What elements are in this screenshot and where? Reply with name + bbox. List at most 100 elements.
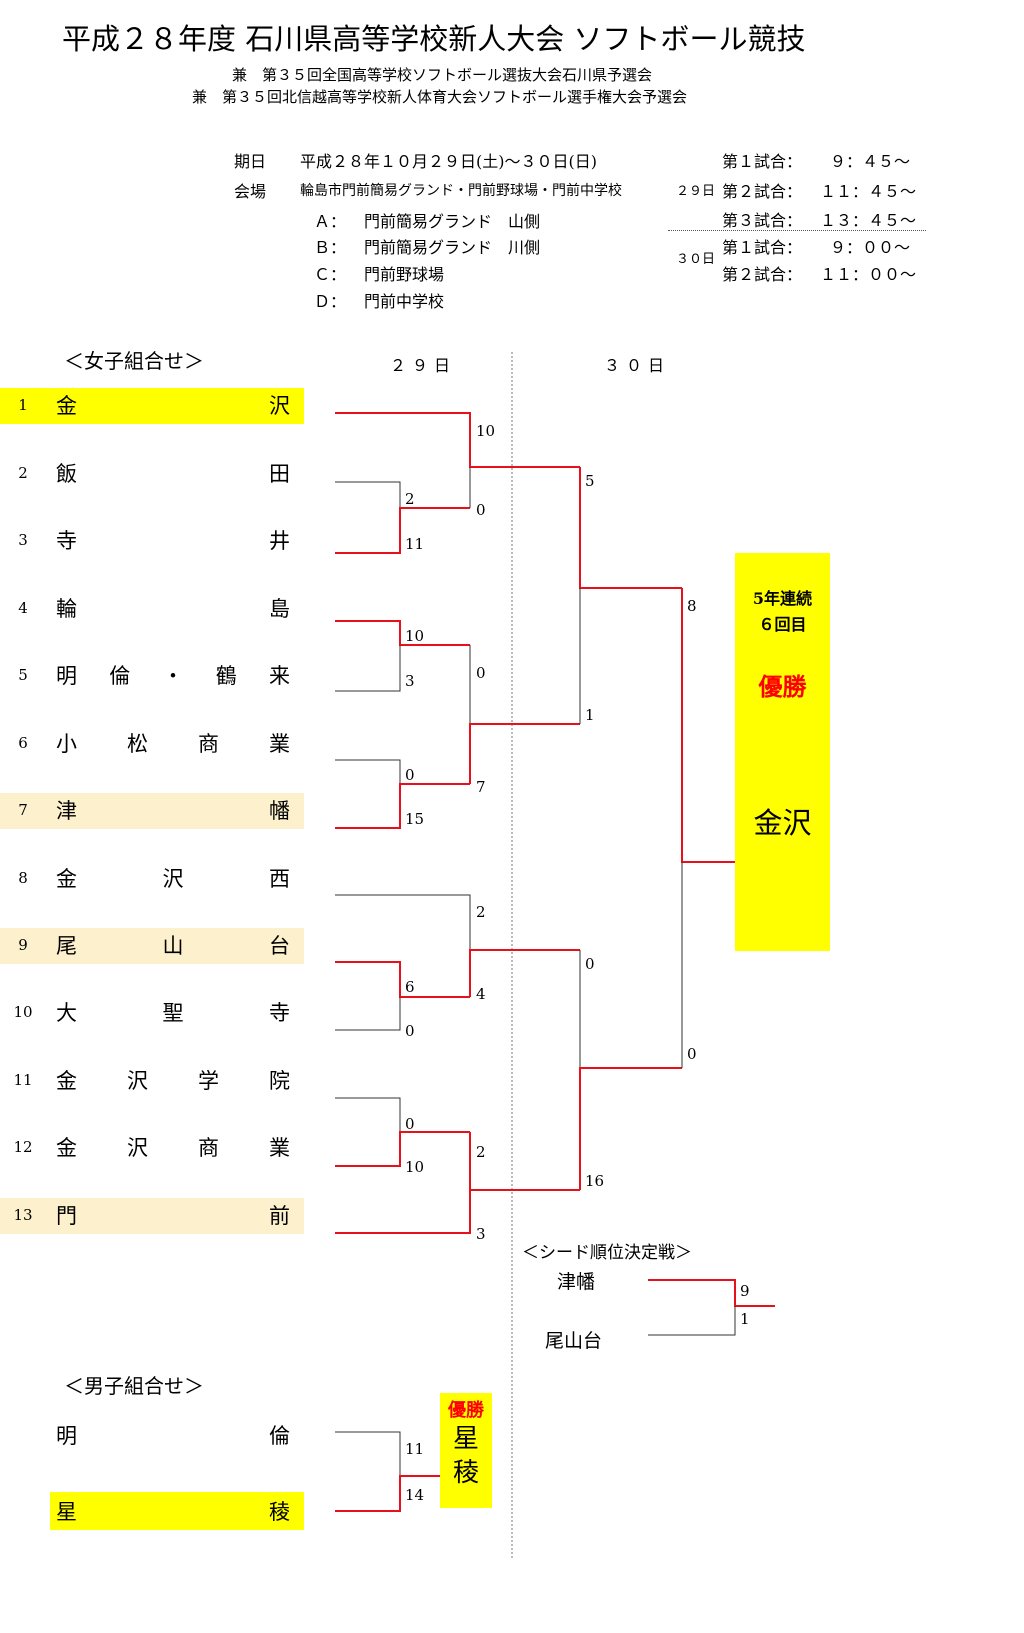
score: 2: [476, 1143, 486, 1161]
bracket-line: [648, 1279, 775, 1307]
bracket-line: [335, 412, 580, 468]
score: 10: [405, 627, 425, 645]
team-name: 金沢学院: [56, 1069, 290, 1093]
bracket-line: [335, 1190, 471, 1234]
bracket-line: [335, 997, 401, 1031]
team-number: 9: [18, 936, 28, 954]
team-row-6: 6 小松商業: [0, 726, 304, 762]
venue-key-c: Ｃ：: [314, 265, 347, 284]
bracket-line: [469, 1132, 580, 1191]
bracket-line: [335, 1097, 401, 1132]
team-name: 津幡: [56, 799, 290, 823]
team-row-13: 13 門前: [0, 1198, 304, 1234]
score: 8: [687, 597, 697, 615]
team-name: 金沢西: [56, 867, 290, 891]
schedule-30-game2-time: １１：００～: [820, 265, 917, 284]
venue-key-a: Ａ：: [314, 212, 347, 231]
date-label: 期日: [234, 152, 267, 171]
score: 4: [476, 985, 486, 1003]
team-name: 小松商業: [56, 732, 290, 756]
bracket-line: [579, 467, 682, 589]
score: 0: [585, 955, 595, 973]
schedule-day30-label: ３０日: [676, 252, 716, 267]
boys-heading: ＜男子組合せ＞: [64, 1374, 204, 1398]
score: 2: [405, 490, 415, 508]
page-title: 平成２８年度 石川県高等学校新人大会 ソフトボール競技: [62, 22, 806, 56]
team-row-1: 1 金沢: [0, 388, 304, 424]
score: 1: [585, 706, 595, 724]
schedule-29-game2-label: 第２試合：: [722, 182, 803, 201]
team-number: 4: [18, 599, 28, 617]
score: 16: [585, 1172, 605, 1190]
score: 0: [476, 501, 486, 519]
venue-name-a: 門前簡易グランド 山側: [364, 212, 541, 231]
venue-label: 会場: [234, 182, 267, 201]
schedule-30-game1-label: 第１試合：: [722, 238, 803, 257]
team-number: 13: [13, 1206, 33, 1224]
team-name: 飯田: [56, 462, 290, 486]
team-row-11: 11 金沢学院: [0, 1063, 304, 1099]
team-name: 輪島: [56, 597, 290, 621]
score: 3: [405, 672, 415, 690]
bracket-line: [335, 1131, 470, 1167]
score: 1: [740, 1310, 750, 1328]
champion-label: 優勝: [448, 1400, 484, 1421]
bracket-line: [335, 481, 401, 508]
bracket-line: [335, 507, 470, 554]
venue-name-c: 門前野球場: [364, 265, 445, 284]
schedule-29-game3-time: １３：４５～: [820, 211, 917, 230]
team-row-4: 4 輪島: [0, 591, 304, 627]
bracket-line: [335, 961, 470, 998]
team-row-5: 5 明倫・鶴来: [0, 658, 304, 694]
seed-heading: ＜シード順位決定戦＞: [522, 1243, 692, 1263]
team-row-3: 3 寺井: [0, 523, 304, 559]
venue-value: 輪島市門前簡易グランド・門前野球場・門前中学校: [300, 183, 622, 199]
score: 0: [405, 1115, 415, 1133]
team-name: 大聖寺: [56, 1001, 290, 1025]
score: 0: [476, 664, 486, 682]
team-number: 10: [13, 1003, 33, 1021]
team-name: 明倫: [56, 1424, 290, 1448]
score: 10: [476, 422, 496, 440]
champion-streak: 5年連続: [752, 589, 813, 608]
schedule-day29-label: ２９日: [676, 184, 716, 199]
bracket-line: [335, 1431, 401, 1476]
subtitle-national: 兼 第３５回全国高等学校ソフトボール選抜大会石川県予選会: [232, 66, 653, 84]
team-number: 8: [18, 869, 28, 887]
team-name: 金沢商業: [56, 1136, 290, 1160]
venue-key-b: Ｂ：: [314, 238, 347, 257]
girls-day2-label: ３０日: [604, 356, 671, 375]
score: 0: [405, 1022, 415, 1040]
venue-name-b: 門前簡易グランド 川側: [364, 238, 541, 257]
bracket-line: [469, 723, 580, 784]
bracket-line: [335, 620, 470, 646]
schedule-29-game1-time: ９：４５～: [830, 152, 911, 171]
schedule-29-game3-label: 第３試合：: [722, 211, 803, 230]
team-number: 2: [18, 464, 28, 482]
bracket-line: [335, 894, 471, 950]
champion-team: 稜: [452, 1458, 479, 1488]
score: 15: [405, 810, 425, 828]
schedule-30-game2-label: 第２試合：: [722, 265, 803, 284]
team-row-10: 10 大聖寺: [0, 995, 304, 1031]
bracket-line: [335, 645, 401, 692]
date-value: 平成２８年１０月２９日(土)～３０日(日): [300, 152, 597, 171]
score: 5: [585, 472, 595, 490]
team-name: 尾山台: [56, 934, 290, 958]
team-number: 1: [18, 396, 28, 414]
score: 2: [476, 903, 486, 921]
schedule-29-game1-label: 第１試合：: [722, 152, 803, 171]
team-number: 3: [18, 531, 28, 549]
score: 9: [740, 1282, 750, 1300]
schedule-29-game2-time: １１：４５～: [820, 182, 917, 201]
score: 0: [687, 1045, 697, 1063]
bracket-line: [335, 759, 401, 784]
bracket-line: [681, 588, 735, 863]
team-row-7: 7 津幡: [0, 793, 304, 829]
score: 3: [476, 1225, 486, 1243]
champion-label: 優勝: [758, 672, 807, 701]
schedule-30-game1-time: ９：００～: [830, 238, 911, 257]
team-number: 12: [13, 1138, 33, 1156]
score: 14: [405, 1486, 425, 1504]
